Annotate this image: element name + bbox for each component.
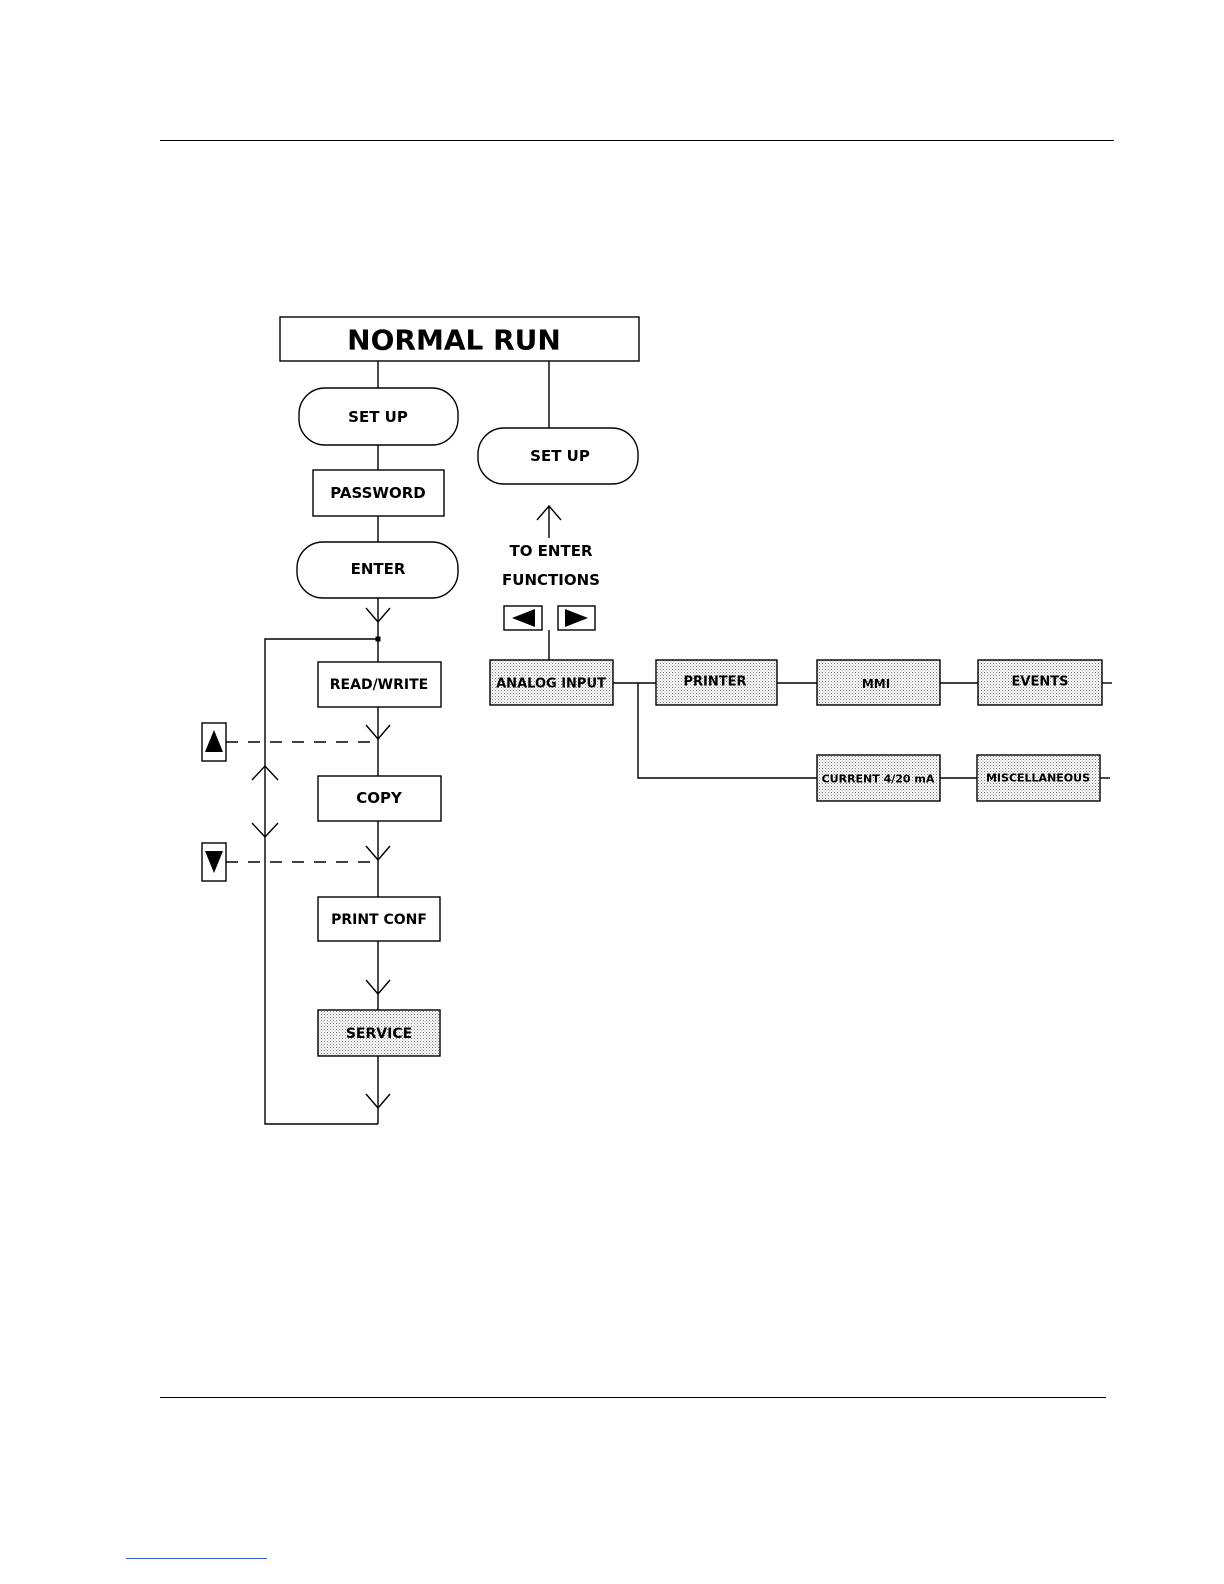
current-box: CURRENT 4/20 mA — [817, 755, 940, 801]
analog-input-label: ANALOG INPUT — [496, 677, 606, 692]
service-label: SERVICE — [346, 1026, 412, 1042]
print-conf-box: PRINT CONF — [318, 897, 440, 941]
miscellaneous-box: MISCELLANEOUS — [977, 755, 1100, 801]
miscellaneous-label: MISCELLANEOUS — [986, 772, 1090, 785]
analog-input-box: ANALOG INPUT — [490, 660, 613, 705]
setup-right-label: SET UP — [530, 447, 590, 465]
setup-left-box: SET UP — [299, 388, 458, 445]
events-box: EVENTS — [978, 660, 1102, 705]
printer-box: PRINTER — [656, 660, 777, 705]
up-arrow-key-icon — [202, 723, 226, 761]
current-label: CURRENT 4/20 mA — [822, 773, 935, 786]
functions-label: FUNCTIONS — [502, 571, 600, 589]
normal-run-label: NORMAL RUN — [347, 324, 561, 357]
copy-box: COPY — [318, 776, 441, 821]
printer-label: PRINTER — [683, 675, 746, 690]
events-label: EVENTS — [1012, 675, 1069, 690]
copy-label: COPY — [356, 789, 403, 807]
read-write-box: READ/WRITE — [318, 662, 441, 707]
mmi-box: MMI — [817, 660, 940, 705]
service-box: SERVICE — [318, 1010, 440, 1056]
normal-run-box: NORMAL RUN — [280, 317, 639, 361]
setup-left-label: SET UP — [348, 408, 408, 426]
print-conf-label: PRINT CONF — [331, 912, 427, 928]
password-label: PASSWORD — [330, 484, 425, 502]
right-arrow-key-icon — [558, 606, 595, 630]
to-enter-label: TO ENTER — [509, 542, 592, 560]
down-arrow-key-icon — [202, 843, 226, 881]
setup-right-box: SET UP — [478, 428, 638, 484]
enter-box: ENTER — [297, 542, 458, 598]
mmi-label: MMI — [862, 677, 890, 691]
read-write-label: READ/WRITE — [330, 677, 428, 693]
left-arrow-key-icon — [504, 606, 542, 630]
password-box: PASSWORD — [313, 470, 444, 516]
enter-label: ENTER — [351, 560, 406, 578]
